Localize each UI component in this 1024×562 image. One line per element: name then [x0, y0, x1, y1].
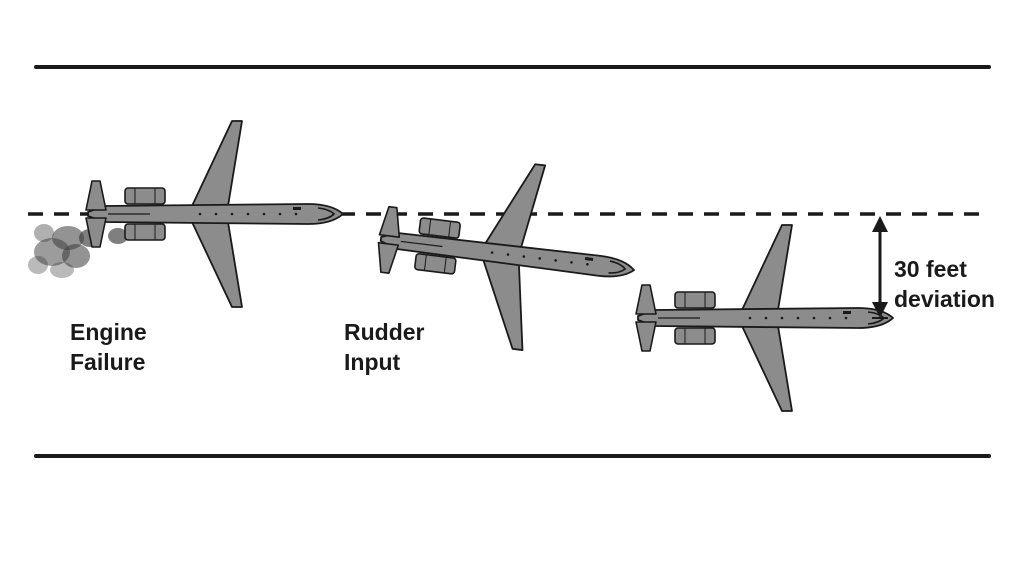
engine-failure-line-1: Engine — [70, 319, 147, 345]
aircraft-icon — [635, 224, 894, 412]
rudder-input-line-1: Rudder — [344, 319, 425, 345]
aircraft-icon — [85, 120, 344, 308]
smoke-icon — [28, 224, 128, 278]
rudder-input-line-2: Input — [344, 349, 401, 375]
double-arrow-icon — [872, 216, 888, 319]
engine-failure-line-2: Failure — [70, 349, 146, 375]
deviation-label: 30 feet deviation — [894, 254, 995, 314]
deviation-line-1: 30 feet — [894, 256, 967, 282]
engine-failure-label: Engine Failure — [70, 317, 147, 377]
rudder-input-label: Rudder Input — [344, 317, 425, 377]
deviation-line-2: deviation — [894, 286, 995, 312]
